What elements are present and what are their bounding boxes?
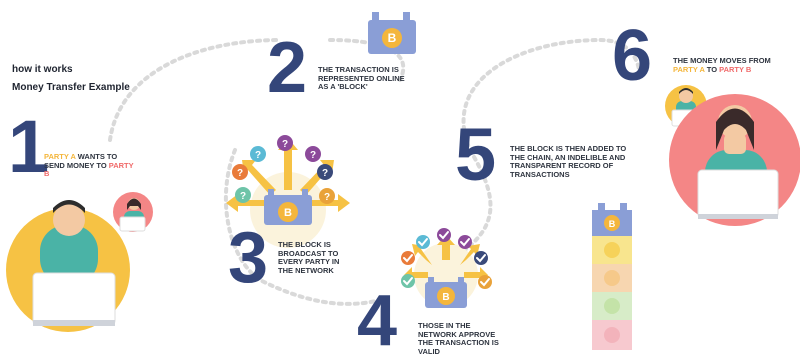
step-2-caption: THE TRANSACTION IS REPRESENTED ONLINE AS… — [318, 65, 405, 91]
svg-text:?: ? — [324, 192, 330, 203]
step-4-number: 4 — [357, 281, 398, 361]
step-6-text: THE MONEY MOVES FROM — [673, 56, 771, 65]
step-1-number: 1 — [8, 105, 50, 188]
block-icon-step-2: B — [368, 12, 416, 54]
party-a-avatar — [6, 200, 130, 332]
blockchain-stack: B — [592, 203, 632, 350]
svg-text:B: B — [609, 219, 616, 229]
step-1-caption: PARTY A WANTS TO SEND MONEY TO PARTY B — [44, 152, 134, 179]
svg-text:B: B — [442, 292, 449, 303]
svg-text:?: ? — [282, 139, 288, 150]
question-mark-icon — [235, 187, 251, 203]
party-a-label: PARTY A — [44, 152, 76, 161]
party-b-label: PARTY B — [719, 64, 752, 74]
step-5-number: 5 — [455, 113, 497, 196]
party-b-small-avatar — [113, 192, 153, 232]
step-3-caption: THE BLOCK IS BROADCAST TO EVERY PARTY IN… — [278, 240, 340, 275]
intro-title: how it works — [12, 64, 73, 75]
step-1-text: WANTS TO SEND MONEY TO — [44, 152, 118, 170]
step-6-to: TO — [704, 64, 720, 74]
svg-text:?: ? — [240, 191, 246, 202]
question-mark-icon — [232, 164, 248, 180]
svg-text:?: ? — [322, 168, 328, 179]
svg-text:B: B — [284, 207, 292, 219]
svg-text:?: ? — [310, 150, 316, 161]
svg-text:B: B — [388, 31, 397, 45]
question-mark-icon — [277, 135, 293, 151]
broadcast-graphic: B ? ? ? ? ? ? ? — [226, 135, 350, 248]
svg-text:?: ? — [237, 168, 243, 179]
question-mark-icon — [305, 146, 321, 162]
step-3-number: 3 — [228, 218, 269, 298]
approval-graphic: B — [401, 228, 492, 308]
question-mark-icon — [317, 164, 333, 180]
intro-subtitle: Money Transfer Example — [12, 82, 130, 93]
question-mark-icon — [319, 188, 335, 204]
step-4-caption: THOSE IN THE NETWORK APPROVE THE TRANSAC… — [418, 321, 499, 356]
party-b-label: PARTY B — [44, 160, 134, 178]
party-a-label: PARTY A — [673, 64, 705, 74]
step-6-caption: THE MONEY MOVES FROM PARTY A TO PARTY B — [673, 56, 783, 74]
step-6-number: 6 — [612, 16, 653, 96]
step-2-number: 2 — [267, 28, 308, 108]
question-mark-icon — [250, 146, 266, 162]
svg-text:?: ? — [255, 150, 261, 161]
step-5-caption: THE BLOCK IS THEN ADDED TO THE CHAIN, AN… — [510, 144, 627, 179]
party-b-large-avatar — [669, 94, 800, 226]
